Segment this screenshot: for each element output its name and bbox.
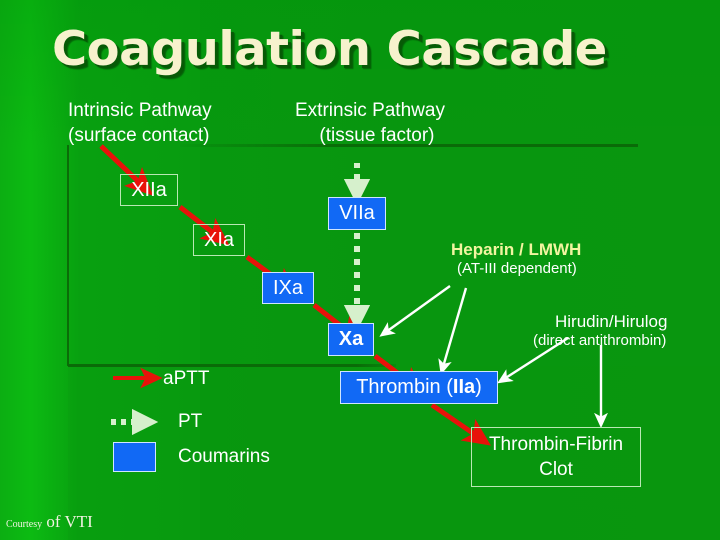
node-ixa-label: IXa <box>272 276 304 299</box>
node-xia[interactable]: XIa <box>193 224 245 256</box>
annotation-hirudin: Hirudin/Hirulog (direct antithrombin) <box>533 312 667 349</box>
node-thrombin-label-bold: IIa <box>452 376 476 398</box>
courtesy-suffix: of VTI <box>42 512 93 531</box>
intrinsic-pathway-title: Intrinsic Pathway <box>68 100 212 121</box>
node-clot-label-line1: Thrombin-Fibrin <box>488 434 624 455</box>
intrinsic-pathway-subtitle: (surface contact) <box>68 125 210 146</box>
node-clot-label-line2: Clot <box>539 459 573 480</box>
annotation-heparin-subtitle: (AT-III dependent) <box>457 260 577 277</box>
node-xiia[interactable]: XIIa <box>120 174 178 206</box>
legend-label-pt: PT <box>178 411 203 432</box>
courtesy-prefix: Courtesy <box>6 519 43 530</box>
extrinsic-pathway-heading: Extrinsic Pathway (tissue factor) <box>295 98 445 148</box>
page-title: Coagulation Cascade <box>52 22 607 77</box>
courtesy-credit: Courtesy of VTI <box>6 512 93 532</box>
node-xiia-label: XIIa <box>131 178 167 201</box>
divider-horizontal-top <box>180 144 638 147</box>
node-thrombin[interactable]: Thrombin (IIa) <box>340 371 498 404</box>
annotation-hirudin-subtitle: (direct antithrombin) <box>533 332 667 349</box>
node-viia[interactable]: VIIa <box>328 197 386 230</box>
annotation-heparin: Heparin / LMWH (AT-III dependent) <box>451 240 581 277</box>
annotation-hirudin-title: Hirudin/Hirulog <box>555 312 668 331</box>
background-top-fade <box>0 0 720 150</box>
divider-horizontal-bottom <box>68 364 396 367</box>
legend-swatch-coumarins <box>113 442 156 472</box>
node-thrombin-label-pre: Thrombin ( <box>356 376 453 398</box>
node-xia-label: XIa <box>203 228 235 251</box>
node-ixa[interactable]: IXa <box>262 272 314 304</box>
legend-label-coumarins: Coumarins <box>178 446 270 467</box>
node-xa-label: Xa <box>338 328 364 350</box>
extrinsic-pathway-subtitle: (tissue factor) <box>319 125 435 146</box>
legend-label-aptt: aPTT <box>163 368 210 389</box>
node-viia-label: VIIa <box>339 202 375 224</box>
intrinsic-pathway-heading: Intrinsic Pathway (surface contact) <box>68 98 212 148</box>
node-thrombin-label-post: ) <box>475 376 482 398</box>
extrinsic-pathway-title: Extrinsic Pathway <box>295 100 445 121</box>
node-thrombin-fibrin-clot[interactable]: Thrombin-Fibrin Clot <box>471 427 641 487</box>
annotation-heparin-title: Heparin / LMWH <box>451 240 582 259</box>
node-xa[interactable]: Xa <box>328 323 374 356</box>
divider-vertical-left <box>67 145 69 366</box>
